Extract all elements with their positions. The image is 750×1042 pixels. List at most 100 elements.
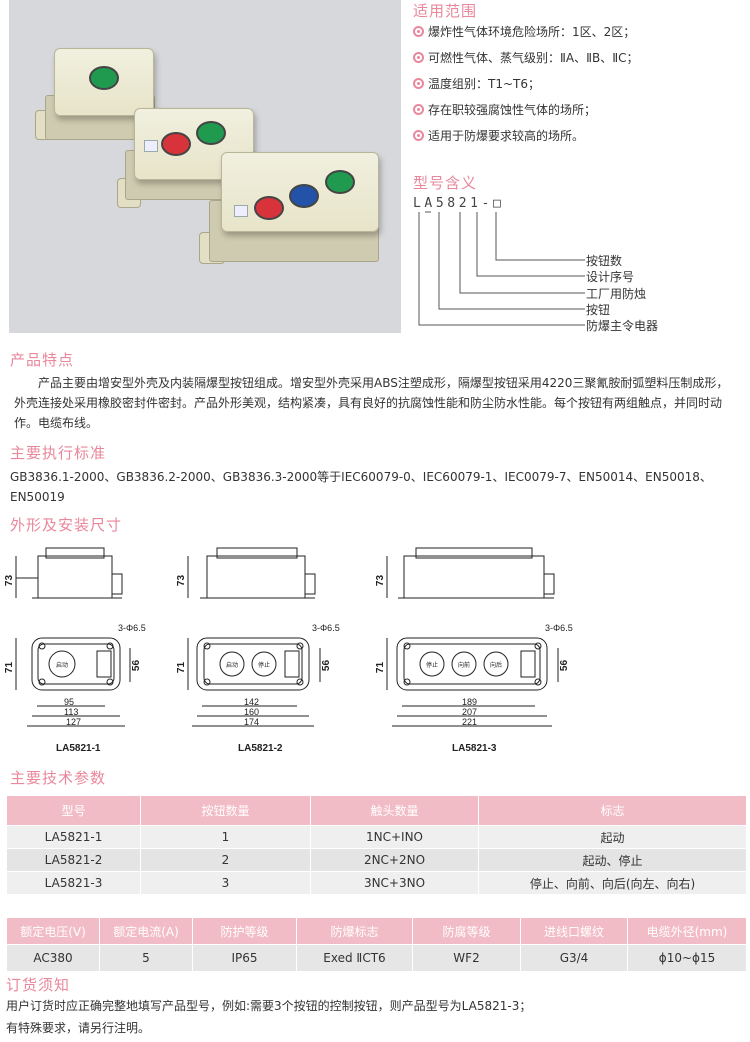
table-header: 防爆标志 bbox=[296, 917, 413, 945]
dim-outer: 174 bbox=[244, 717, 260, 727]
drawing-button-label: 向前 bbox=[458, 663, 471, 669]
dim-inner: 95 bbox=[64, 697, 75, 707]
features-heading: 产品特点 bbox=[10, 351, 75, 369]
bullet-icon bbox=[413, 78, 424, 89]
drawing-button-label: 停止 bbox=[258, 663, 271, 669]
drawing-caption: LA5821-2 bbox=[238, 743, 283, 754]
bullet-icon bbox=[413, 52, 424, 63]
table-header: 防腐等级 bbox=[412, 917, 521, 945]
dim-side: 56 bbox=[321, 659, 333, 672]
list-item: 温度组别：T1~T6； bbox=[413, 74, 743, 100]
table-header-row: 额定电压(V) 额定电流(A) 防护等级 防爆标志 防腐等级 进线口螺纹 电缆外… bbox=[6, 917, 747, 945]
drawing-button-label: 启动 bbox=[226, 663, 239, 669]
dimensions-heading: 外形及安装尺寸 bbox=[10, 516, 123, 534]
red-button bbox=[161, 132, 191, 156]
dim-outer: 221 bbox=[462, 717, 478, 727]
dim-width: 71 bbox=[375, 661, 387, 674]
table-cell: LA5821-3 bbox=[6, 871, 141, 895]
ordering-line: 用户订货时应正确完整地填写产品型号，例如:需要3个按钮的控制按钮，则产品型号为L… bbox=[6, 999, 532, 1013]
table-header: 标志 bbox=[478, 795, 747, 826]
list-item: 存在职较强腐蚀性气体的场所； bbox=[413, 100, 743, 126]
dim-outer: 127 bbox=[66, 717, 82, 727]
dim-hole: 3-Φ6.5 bbox=[545, 623, 573, 633]
drawing-caption: LA5821-1 bbox=[56, 743, 101, 754]
dim-width: 71 bbox=[4, 661, 16, 674]
drawing-caption: LA5821-3 bbox=[452, 743, 497, 754]
ratings-table: 额定电压(V) 额定电流(A) 防护等级 防爆标志 防腐等级 进线口螺纹 电缆外… bbox=[6, 917, 747, 972]
green-button bbox=[89, 66, 119, 90]
nameplate bbox=[234, 205, 248, 217]
dim-width: 71 bbox=[176, 661, 188, 674]
model-meaning-heading: 型号含义 bbox=[413, 174, 478, 192]
features-text: 产品主要由增安型外壳及内装隔爆型按钮组成。增安型外壳采用ABS注塑成形，隔爆型按… bbox=[14, 376, 729, 430]
drawing-button-label: 停止 bbox=[426, 663, 439, 669]
table-row: AC380 5 IP65 Exed ⅡCT6 WF2 G3/4 ϕ10~ϕ15 bbox=[6, 944, 747, 972]
table-header: 电缆外径(mm) bbox=[627, 917, 747, 945]
green-button bbox=[196, 121, 226, 145]
table-header: 触头数量 bbox=[310, 795, 479, 826]
table-cell: 起动 bbox=[478, 825, 747, 849]
table-cell: 1NC+INO bbox=[310, 825, 479, 849]
bullet-icon bbox=[413, 130, 424, 141]
standards-heading: 主要执行标准 bbox=[10, 444, 107, 462]
dim-height: 73 bbox=[375, 574, 387, 587]
meaning-label: 按钮数 bbox=[586, 254, 623, 268]
table-header: 防护等级 bbox=[192, 917, 297, 945]
dim-height: 73 bbox=[176, 574, 188, 587]
dim-mid: 160 bbox=[244, 707, 260, 717]
meaning-label: 工厂用防烛 bbox=[586, 287, 647, 301]
dim-mid: 207 bbox=[462, 707, 478, 717]
table-cell: ϕ10~ϕ15 bbox=[627, 944, 747, 972]
red-button bbox=[254, 196, 284, 220]
applicable-range-list: 爆炸性气体环境危险场所：1区、2区； 可燃性气体、蒸气级别：ⅡA、ⅡB、ⅡC； … bbox=[413, 22, 743, 152]
dim-hole: 3-Φ6.5 bbox=[312, 623, 340, 633]
table-row: LA5821-1 1 1NC+INO 起动 bbox=[6, 825, 747, 849]
table-cell: 3NC+3NO bbox=[310, 871, 479, 895]
dim-inner: 189 bbox=[462, 697, 478, 707]
table-cell: Exed ⅡCT6 bbox=[296, 944, 413, 972]
table-header: 按钮数量 bbox=[140, 795, 311, 826]
table-cell: 2 bbox=[140, 848, 311, 872]
bullet-icon bbox=[413, 26, 424, 37]
dimension-drawings bbox=[15, 547, 559, 727]
model-meaning-diagram bbox=[418, 211, 585, 326]
list-item: 爆炸性气体环境危险场所：1区、2区； bbox=[413, 22, 743, 48]
table-row: LA5821-3 3 3NC+3NO 停止、向前、向后(向左、向右) bbox=[6, 871, 747, 895]
table-cell: 3 bbox=[140, 871, 311, 895]
meaning-label: 防爆主令电器 bbox=[586, 319, 659, 333]
model-code: LA5821-□ bbox=[413, 196, 505, 211]
dim-mid: 113 bbox=[64, 707, 79, 717]
table-cell: 5 bbox=[99, 944, 193, 972]
drawing-button-label: 向后 bbox=[490, 663, 503, 669]
table-cell: G3/4 bbox=[520, 944, 628, 972]
dim-height: 73 bbox=[4, 574, 16, 587]
blue-button bbox=[289, 184, 319, 208]
dim-hole: 3-Φ6.5 bbox=[118, 623, 146, 633]
table-cell: AC380 bbox=[6, 944, 100, 972]
drawing-button-label: 启动 bbox=[56, 663, 69, 669]
ordering-line: 有特殊要求，请另行注明。 bbox=[6, 1021, 151, 1035]
standards-text: GB3836.1-2000、GB3836.2-2000、GB3836.3-200… bbox=[10, 470, 712, 504]
table-cell: WF2 bbox=[412, 944, 521, 972]
table-cell: LA5821-1 bbox=[6, 825, 141, 849]
table-header: 进线口螺纹 bbox=[520, 917, 628, 945]
dim-inner: 142 bbox=[244, 697, 260, 707]
table-header: 额定电压(V) bbox=[6, 917, 100, 945]
ordering-heading: 订货须知 bbox=[6, 976, 71, 994]
meaning-label: 按钮 bbox=[586, 303, 611, 317]
list-item: 适用于防爆要求较高的场所。 bbox=[413, 126, 743, 152]
table-cell: LA5821-2 bbox=[6, 848, 141, 872]
meaning-label: 设计序号 bbox=[586, 270, 635, 284]
table-header: 额定电流(A) bbox=[99, 917, 193, 945]
table-cell: 停止、向前、向后(向左、向右) bbox=[478, 871, 747, 895]
table-cell: IP65 bbox=[192, 944, 297, 972]
tech-params-heading: 主要技术参数 bbox=[10, 769, 107, 787]
table-header-row: 型号 按钮数量 触头数量 标志 bbox=[6, 795, 747, 826]
table-header: 型号 bbox=[6, 795, 141, 826]
table-row: LA5821-2 2 2NC+2NO 起动、停止 bbox=[6, 848, 747, 872]
table-cell: 2NC+2NO bbox=[310, 848, 479, 872]
table-cell: 起动、停止 bbox=[478, 848, 747, 872]
list-item: 可燃性气体、蒸气级别：ⅡA、ⅡB、ⅡC； bbox=[413, 48, 743, 74]
green-button bbox=[325, 170, 355, 194]
nameplate bbox=[144, 140, 158, 152]
